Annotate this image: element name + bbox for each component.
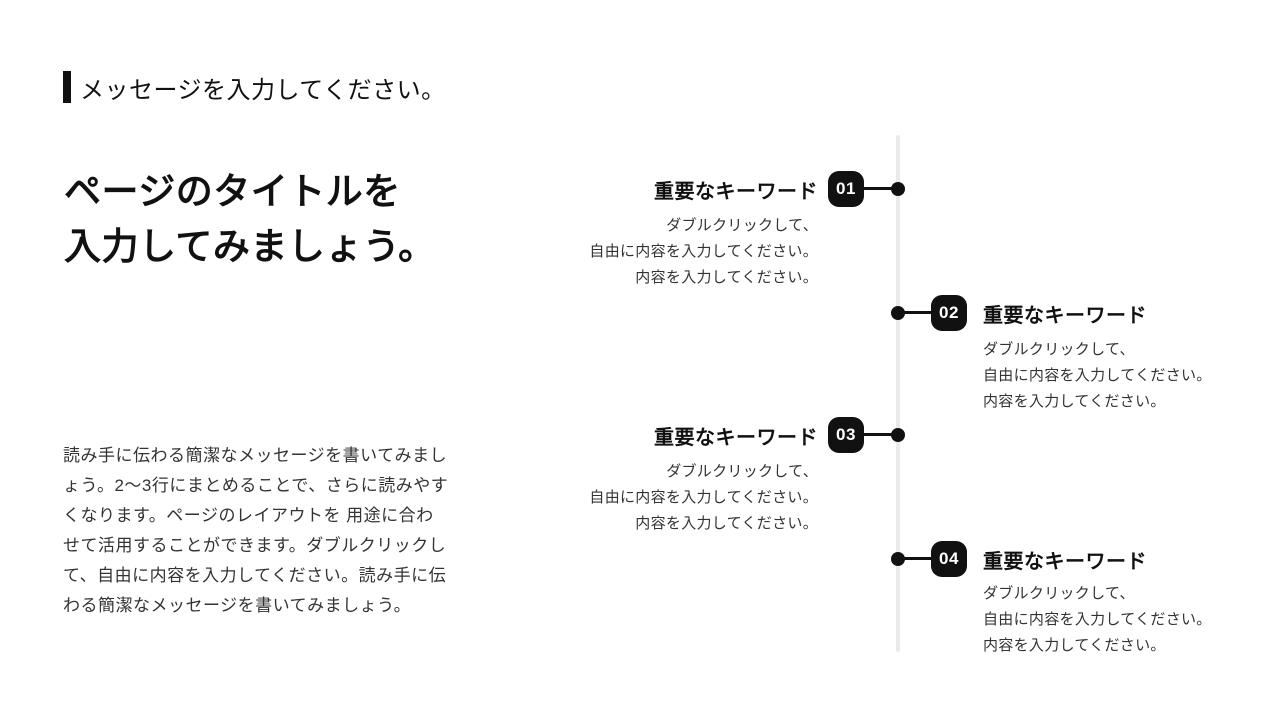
timeline-item-03-description[interactable]: ダブルクリックして、 自由に内容を入力してください。 内容を入力してください。 — [589, 459, 818, 537]
timeline-item-02-description[interactable]: ダブルクリックして、 自由に内容を入力してください。 内容を入力してください。 — [983, 337, 1212, 415]
page-title-line-1: ページのタイトルを — [64, 171, 401, 212]
timeline-dot-03 — [891, 428, 905, 442]
timeline-item-03-header[interactable]: 重要なキーワード 03 — [654, 417, 864, 453]
timeline-item-01-description[interactable]: ダブルクリックして、 自由に内容を入力してください。 内容を入力してください。 — [589, 213, 818, 291]
description-line: ダブルクリックして、 — [666, 463, 818, 480]
description-line: ダブルクリックして、 — [983, 585, 1135, 602]
timeline-item-04-number-badge: 04 — [931, 541, 967, 577]
timeline-item-02-header[interactable]: 02 重要なキーワード — [931, 295, 1147, 331]
timeline-item-01-number-badge: 01 — [828, 171, 864, 207]
timeline-rail — [896, 135, 900, 652]
timeline-item-01-header[interactable]: 重要なキーワード 01 — [654, 171, 864, 207]
kicker-accent-bar — [63, 71, 71, 103]
timeline-item-03-number-badge: 03 — [828, 417, 864, 453]
timeline-item-04-description[interactable]: ダブルクリックして、 自由に内容を入力してください。 内容を入力してください。 — [983, 581, 1212, 659]
description-line: ダブルクリックして、 — [666, 217, 818, 234]
description-line: 内容を入力してください。 — [635, 269, 818, 286]
description-line: 内容を入力してください。 — [983, 637, 1166, 654]
timeline-item-04-heading: 重要なキーワード — [983, 550, 1147, 573]
timeline-item-03-heading: 重要なキーワード — [654, 426, 818, 449]
timeline-item-04-header[interactable]: 04 重要なキーワード — [931, 541, 1147, 577]
timeline-item-02-heading: 重要なキーワード — [983, 304, 1147, 327]
kicker-text: メッセージを入力してください。 — [80, 76, 446, 104]
description-line: 内容を入力してください。 — [635, 515, 818, 532]
page-title-textbox[interactable]: ページのタイトルを 入力してみましょう。 — [64, 164, 436, 274]
timeline-item-02-number-badge: 02 — [931, 295, 967, 331]
timeline-connector-03 — [858, 433, 898, 436]
description-line: 自由に内容を入力してください。 — [983, 611, 1212, 628]
timeline-dot-01 — [891, 182, 905, 196]
body-paragraph-textbox[interactable]: 読み手に伝わる簡潔なメッセージを書いてみましょう。2〜3行にまとめることで、さら… — [63, 446, 449, 615]
description-line: 自由に内容を入力してください。 — [589, 489, 818, 506]
timeline-item-01-heading: 重要なキーワード — [654, 180, 818, 203]
timeline-connector-02 — [898, 311, 938, 314]
description-line: 自由に内容を入力してください。 — [589, 243, 818, 260]
description-line: ダブルクリックして、 — [983, 341, 1135, 358]
timeline-connector-04 — [898, 557, 938, 560]
description-line: 自由に内容を入力してください。 — [983, 367, 1212, 384]
description-line: 内容を入力してください。 — [983, 393, 1166, 410]
kicker-message-textbox[interactable]: メッセージを入力してください。 — [63, 71, 446, 104]
page-title-line-2: 入力してみましょう。 — [64, 226, 436, 267]
timeline-connector-01 — [858, 187, 898, 190]
